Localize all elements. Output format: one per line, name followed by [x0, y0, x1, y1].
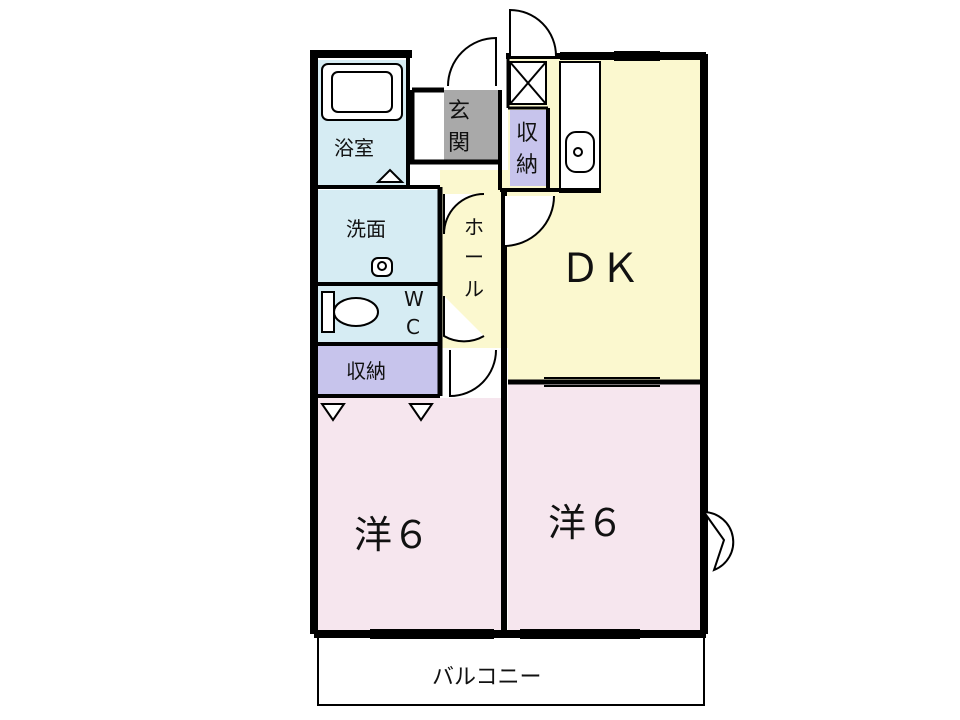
bedroom-right-label: 洋６ — [548, 501, 624, 545]
toilet-icon — [321, 291, 379, 333]
closet-entrance-label-1: 収 — [516, 121, 538, 146]
windows — [370, 51, 660, 639]
washroom-label: 洗面 — [346, 217, 386, 241]
entrance-label-1: 玄 — [448, 99, 470, 124]
bedroom-right-area — [508, 384, 702, 632]
interior-walls — [318, 56, 702, 632]
closet-entrance-label-2: 納 — [516, 153, 538, 178]
closet-left-label: 収納 — [346, 359, 386, 383]
bedroom-left-area — [318, 398, 502, 632]
closet-entrance-area — [510, 110, 548, 186]
wc-label-w: W — [404, 287, 424, 311]
bath-label: 浴室 — [334, 136, 374, 160]
dk-label: ＤＫ — [560, 246, 640, 292]
closet-left-area — [318, 346, 438, 394]
balcony-area — [317, 636, 705, 706]
door-swings — [443, 8, 735, 572]
shoe-cabinet-icon — [509, 61, 547, 105]
wc-label-c: C — [406, 315, 420, 339]
balcony-label: バルコニー — [432, 665, 542, 690]
entrance-label-2: 関 — [448, 131, 470, 156]
hall-label-2: ー — [464, 245, 484, 269]
kitchen-sink-icon — [565, 131, 595, 173]
hall-label-1: ホ — [464, 215, 484, 239]
entrance-area — [444, 90, 500, 160]
bathtub-icon — [321, 63, 403, 121]
hall-label-3: ル — [464, 277, 484, 301]
washbasin-icon — [371, 257, 393, 277]
bedroom-left-label: 洋６ — [354, 513, 430, 557]
closet-triangles — [320, 168, 434, 422]
